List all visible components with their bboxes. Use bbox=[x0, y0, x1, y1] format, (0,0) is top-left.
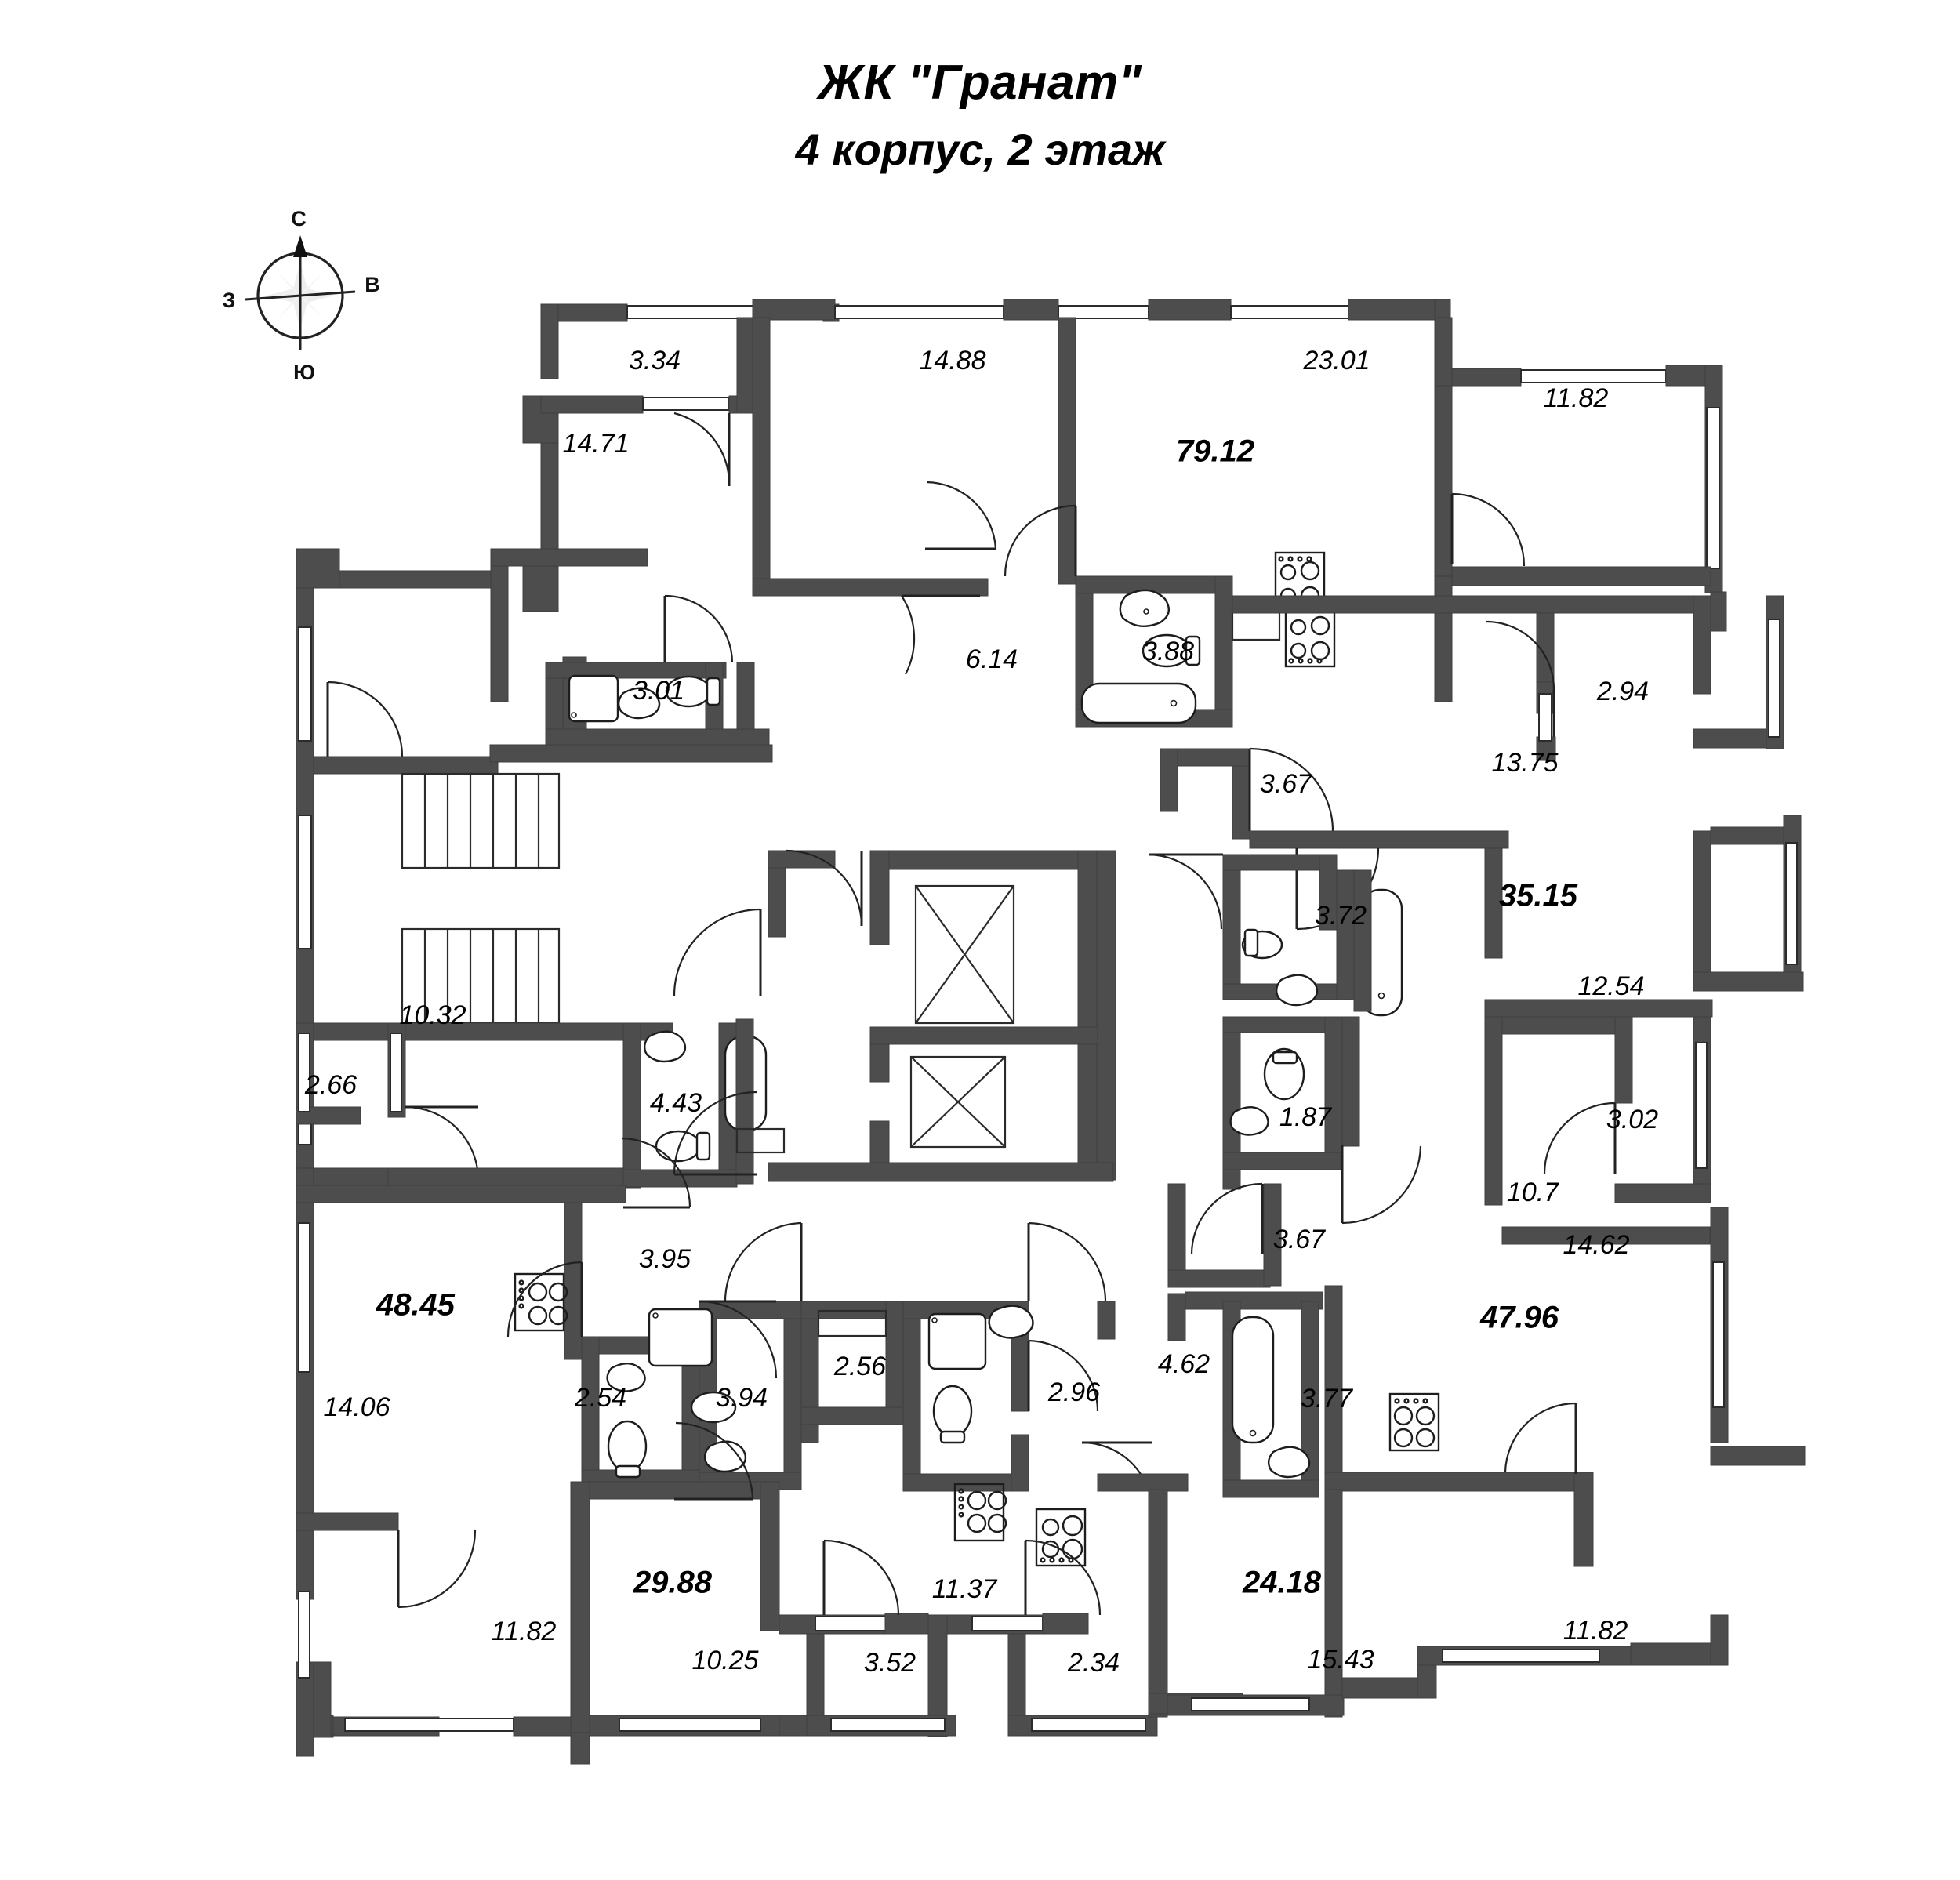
room-label: 35.15 bbox=[1499, 879, 1578, 913]
walls-east-block bbox=[1148, 591, 1804, 1018]
compass-label-south: Ю bbox=[293, 361, 315, 384]
room-label: 24.18 bbox=[1242, 1566, 1322, 1600]
room-label: 3.67 bbox=[1273, 1225, 1326, 1254]
room-label: 3.94 bbox=[716, 1383, 768, 1413]
walls-west-core bbox=[296, 548, 786, 1279]
room-label: 12.54 bbox=[1577, 971, 1644, 1001]
room-label: 14.06 bbox=[323, 1392, 390, 1422]
stove-icon-48-45 bbox=[514, 1272, 568, 1332]
room-label: 2.54 bbox=[574, 1383, 626, 1413]
walls-south-east-block bbox=[1167, 1016, 1806, 1567]
room-label: 23.01 bbox=[1302, 346, 1370, 376]
room-label: 4.62 bbox=[1158, 1349, 1210, 1379]
room-label: 14.71 bbox=[562, 429, 629, 459]
room-label: 79.12 bbox=[1176, 434, 1254, 469]
walls-south-center-block bbox=[724, 1221, 1323, 1567]
compass-rose: С В Ю З bbox=[210, 205, 390, 386]
compass-star-decoration bbox=[267, 262, 334, 329]
stove-icon-47-96 bbox=[1388, 1392, 1440, 1452]
compass-label-west: З bbox=[223, 289, 236, 312]
room-label: 3.88 bbox=[1142, 637, 1194, 666]
room-label: 3.52 bbox=[864, 1648, 916, 1678]
compass-north-arrow bbox=[293, 235, 307, 257]
room-label: 11.37 bbox=[932, 1574, 998, 1604]
compass-label-east: В bbox=[365, 273, 380, 296]
stair-flight-lower bbox=[401, 927, 561, 1025]
room-label: 3.72 bbox=[1315, 901, 1367, 931]
room-label: 3.02 bbox=[1606, 1105, 1658, 1134]
room-label: 13.75 bbox=[1491, 748, 1558, 778]
room-label: 2.56 bbox=[833, 1352, 886, 1381]
room-label: 14.62 bbox=[1563, 1230, 1629, 1260]
room-label: 4.43 bbox=[650, 1088, 702, 1118]
room-label: 2.66 bbox=[304, 1070, 357, 1100]
stove-icon-11-37 bbox=[953, 1483, 1007, 1542]
room-label: 29.88 bbox=[633, 1566, 713, 1600]
room-label: 10.32 bbox=[399, 1000, 466, 1030]
room-label: 11.82 bbox=[1544, 383, 1609, 413]
room-label: 11.82 bbox=[1563, 1616, 1628, 1646]
room-label: 2.96 bbox=[1047, 1377, 1100, 1407]
room-label: 3.95 bbox=[639, 1244, 691, 1274]
compass-icon: С В Ю З bbox=[223, 207, 380, 384]
compass-label-north: С bbox=[291, 207, 307, 230]
room-label: 10.25 bbox=[691, 1646, 758, 1675]
room-label: 10.7 bbox=[1507, 1178, 1559, 1207]
room-label: 14.88 bbox=[919, 346, 985, 376]
room-label: 3.77 bbox=[1301, 1384, 1353, 1414]
exterior-walls-north bbox=[540, 299, 1723, 593]
room-label: 2.94 bbox=[1596, 677, 1649, 706]
exterior-walls-south bbox=[313, 1421, 1729, 1738]
stair-flight-upper bbox=[401, 772, 561, 869]
room-label: 48.45 bbox=[376, 1288, 456, 1323]
room-label: 1.87 bbox=[1279, 1102, 1332, 1132]
elevator-core bbox=[673, 849, 1116, 1182]
compass-ew-axis bbox=[245, 290, 356, 301]
room-label: 15.43 bbox=[1307, 1645, 1374, 1675]
stove-icon-24-18 bbox=[1035, 1508, 1087, 1567]
elevator-shaft-upper bbox=[914, 884, 1015, 1025]
room-label: 3.34 bbox=[629, 346, 681, 376]
room-label: 47.96 bbox=[1479, 1301, 1559, 1335]
room-area-labels: 3.34 14.88 23.01 11.82 14.71 79.12 3.01 … bbox=[304, 346, 1658, 1678]
elevator-shaft-lower bbox=[909, 1055, 1007, 1149]
stove-icon-13-75 bbox=[1284, 608, 1336, 668]
room-label: 3.67 bbox=[1260, 769, 1312, 799]
room-label: 6.14 bbox=[966, 644, 1018, 674]
room-label: 11.82 bbox=[492, 1617, 557, 1646]
room-label: 3.01 bbox=[633, 676, 684, 706]
room-label: 2.34 bbox=[1067, 1648, 1120, 1678]
